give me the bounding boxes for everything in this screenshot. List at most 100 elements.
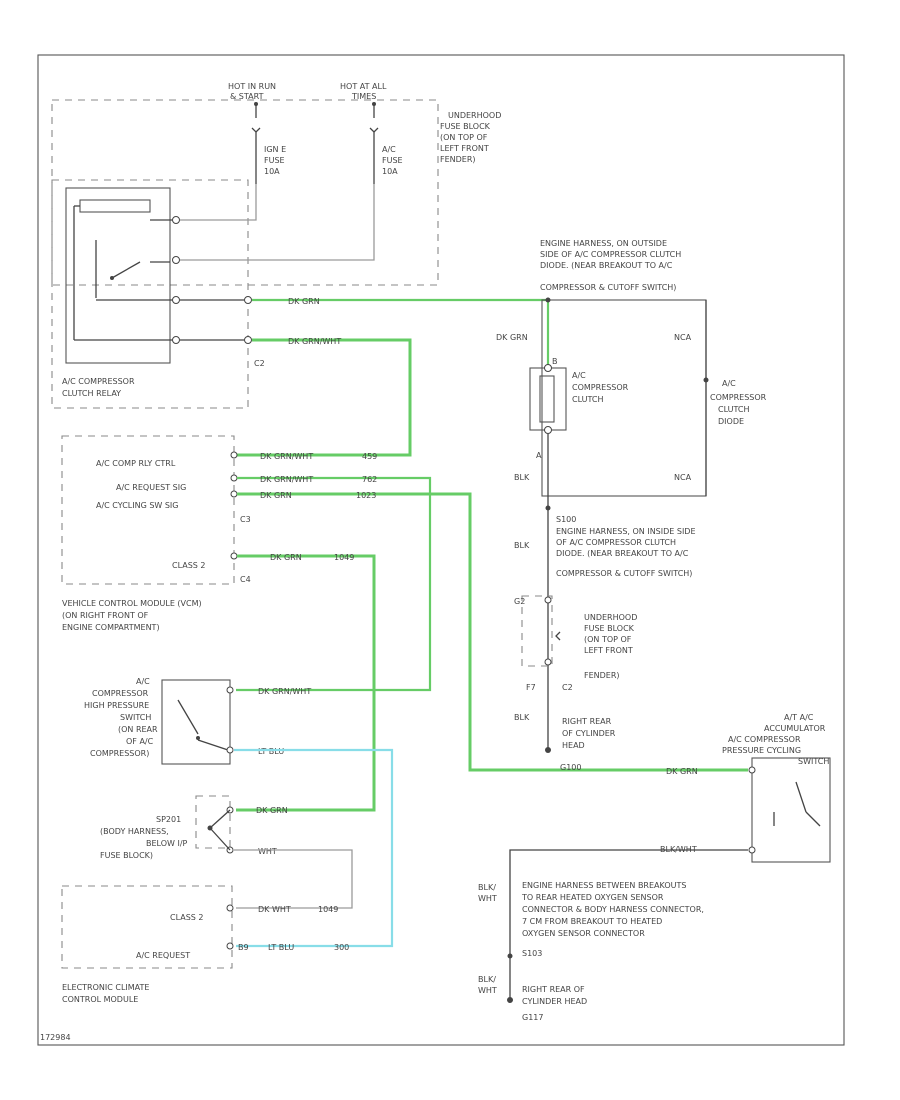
- diode-label: A/C: [722, 379, 736, 388]
- lower-ground-text-2: TO REAR HEATED OXYGEN SENSOR: [521, 893, 664, 902]
- lower-fuse-wire: BLK: [514, 713, 530, 722]
- vcm-pin-1: A/C COMP RLY CTRL: [96, 459, 176, 468]
- ground-splice: S100: [556, 515, 576, 524]
- sp201-label-4: FUSE BLOCK): [100, 851, 153, 860]
- diagram-border: [37, 54, 845, 1046]
- sp201-label: SP201: [156, 815, 181, 824]
- hp-switch-label-3: HIGH PRESSURE: [84, 701, 149, 710]
- lower-ground-label: RIGHT REAR OF: [522, 985, 585, 994]
- diode-label-2: COMPRESSOR: [710, 393, 767, 402]
- hp-switch-label: A/C: [136, 677, 150, 686]
- relay-wire-2-label: DK GRN/WHT: [288, 337, 341, 346]
- lower-fuse-label: UNDERHOOD: [584, 613, 637, 622]
- wire-wht: [234, 849, 353, 909]
- ground-wire: BLK: [514, 541, 530, 550]
- lower-ground-text-5: OXYGEN SENSOR CONNECTOR: [522, 929, 645, 938]
- hp-switch-label-7: COMPRESSOR): [90, 749, 149, 758]
- wire-vcm-class2: [236, 554, 376, 812]
- ground-g100-id: G100: [560, 763, 581, 772]
- harness-top-text-2: SIDE OF A/C COMPRESSOR CLUTCH: [540, 250, 681, 259]
- pressure-cycling-switch: A/T A/C ACCUMULATOR A/C COMPRESSOR PRESS…: [660, 713, 831, 863]
- ground-g100-label: RIGHT REAR: [562, 717, 612, 726]
- vcm-circuit-1: 459: [362, 452, 377, 461]
- lower-ground-splice: S103: [522, 949, 542, 958]
- hp-switch-wire-bot: LT BLU: [258, 747, 284, 756]
- lower-ground-text-1: ENGINE HARNESS BETWEEN BREAKOUTS: [522, 881, 686, 890]
- lower-fuse-label-2: FUSE BLOCK: [584, 624, 635, 633]
- fuse-block-label-2: FUSE BLOCK: [440, 122, 491, 131]
- eccm-circuit-1: 1049: [318, 905, 338, 914]
- hp-switch-label-6: OF A/C: [126, 737, 154, 746]
- eccm-wire-1: DK WHT: [258, 905, 291, 914]
- vcm-circuit-4: 1049: [334, 553, 354, 562]
- wire-vcm-request: [236, 476, 432, 692]
- diode-label-3: CLUTCH: [718, 405, 750, 414]
- vcm-circuit-3: 1023: [356, 491, 376, 500]
- ac-fuse: A/C FUSE 10A: [369, 102, 403, 184]
- hot-run-label: HOT IN RUN: [228, 82, 276, 91]
- lower-ground-wire-b-2: WHT: [478, 986, 497, 995]
- footer-id: 172984: [40, 1033, 71, 1042]
- ground-g100-label-3: HEAD: [562, 741, 585, 750]
- ground-harness: S100 BLK ENGINE HARNESS, ON INSIDE SIDE …: [514, 496, 696, 750]
- ac-fuse-label: A/C: [382, 145, 396, 154]
- clutch-pin-b: B: [552, 357, 558, 366]
- harness-top-text-4: COMPRESSOR & CUTOFF SWITCH): [540, 283, 676, 292]
- clutch-label-2: COMPRESSOR: [572, 383, 629, 392]
- eccm-pin-b: B9: [238, 943, 249, 952]
- sp201-wire-in: DK GRN: [256, 806, 288, 815]
- clutch-label: A/C: [572, 371, 586, 380]
- ground-harness-text-3: DIODE. (NEAR BREAKOUT TO A/C: [556, 549, 689, 558]
- lower-ground: BLK/ WHT BLK/ WHT ENGINE HARNESS BETWEEN…: [478, 881, 704, 1022]
- sp201-wire-out: WHT: [258, 847, 277, 856]
- lower-ground-wire-b: BLK/: [478, 975, 496, 984]
- cycling-switch-label-5: SWITCH: [798, 757, 829, 766]
- ign-fuse: IGN E FUSE 10A: [251, 102, 286, 184]
- cycling-switch-label-2: ACCUMULATOR: [764, 724, 826, 733]
- ground-harness-text-1: ENGINE HARNESS, ON INSIDE SIDE: [556, 527, 696, 536]
- cycling-switch-label: A/T A/C: [784, 713, 814, 722]
- fuse-block-label: UNDERHOOD: [448, 111, 501, 120]
- relay-label-2: CLUTCH RELAY: [62, 389, 121, 398]
- diode-wire-top: NCA: [674, 333, 692, 342]
- vcm-wire-4-label: DK GRN: [270, 553, 302, 562]
- cycling-switch-label-4: PRESSURE CYCLING: [722, 746, 801, 755]
- lower-ground-label-2: CYLINDER HEAD: [522, 997, 587, 1006]
- eccm-pin-2: A/C REQUEST: [136, 951, 190, 960]
- vcm-circuit-2: 762: [362, 475, 377, 484]
- ign-fuse-label: IGN E: [264, 145, 286, 154]
- hot-all-label-2: TIMES: [351, 92, 376, 101]
- wire-vcm-cycling: [237, 492, 748, 772]
- lower-fuse-pin-bot: F7: [526, 683, 536, 692]
- ac-compressor-clutch: DK GRN B A A/C COMPRESSOR CLUTCH BLK: [496, 333, 629, 496]
- vcm-pin-2: A/C REQUEST SIG: [116, 483, 186, 492]
- relay-wire-1-label: DK GRN: [288, 297, 320, 306]
- underhood-fuse-block-top: HOT IN RUN & START HOT AT ALL TIMES UNDE…: [51, 82, 501, 286]
- eccm-circuit-2: 300: [334, 943, 349, 952]
- ac-high-pressure-switch: A/C COMPRESSOR HIGH PRESSURE SWITCH (ON …: [84, 677, 311, 765]
- hot-all-label: HOT AT ALL: [340, 82, 387, 91]
- vcm-wire-2-label: DK GRN/WHT: [260, 475, 313, 484]
- wire-blk-wht-ground: [509, 849, 748, 1000]
- ign-fuse-label-2: FUSE: [264, 156, 285, 165]
- wire-relay-to-vcm: [236, 338, 412, 457]
- lower-ground-wire-a: BLK/: [478, 883, 496, 892]
- ground-harness-text-4: COMPRESSOR & CUTOFF SWITCH): [556, 569, 692, 578]
- hp-switch-label-2: COMPRESSOR: [92, 689, 149, 698]
- eccm-label: ELECTRONIC CLIMATE: [62, 983, 149, 992]
- ign-fuse-label-3: 10A: [264, 167, 280, 176]
- eccm-label-2: CONTROL MODULE: [62, 995, 138, 1004]
- hp-switch-label-4: SWITCH: [120, 713, 151, 722]
- vcm-wire-1-label: DK GRN/WHT: [260, 452, 313, 461]
- lower-ground-wire-a-2: WHT: [478, 894, 497, 903]
- lower-fuse-label-5: FENDER): [584, 671, 620, 680]
- clutch-label-3: CLUTCH: [572, 395, 604, 404]
- hot-run-label-2: & START: [230, 92, 264, 101]
- ac-fuse-label-2: FUSE: [382, 156, 403, 165]
- underhood-fuse-block-lower: G2 F7 C2 BLK UNDERHOOD FUSE BLOCK (ON TO…: [514, 595, 637, 772]
- diode-label-4: DIODE: [718, 417, 744, 426]
- clutch-wire-in: DK GRN: [496, 333, 528, 342]
- vcm-wire-3-label: DK GRN: [260, 491, 292, 500]
- vcm-label: VEHICLE CONTROL MODULE (VCM): [62, 599, 202, 608]
